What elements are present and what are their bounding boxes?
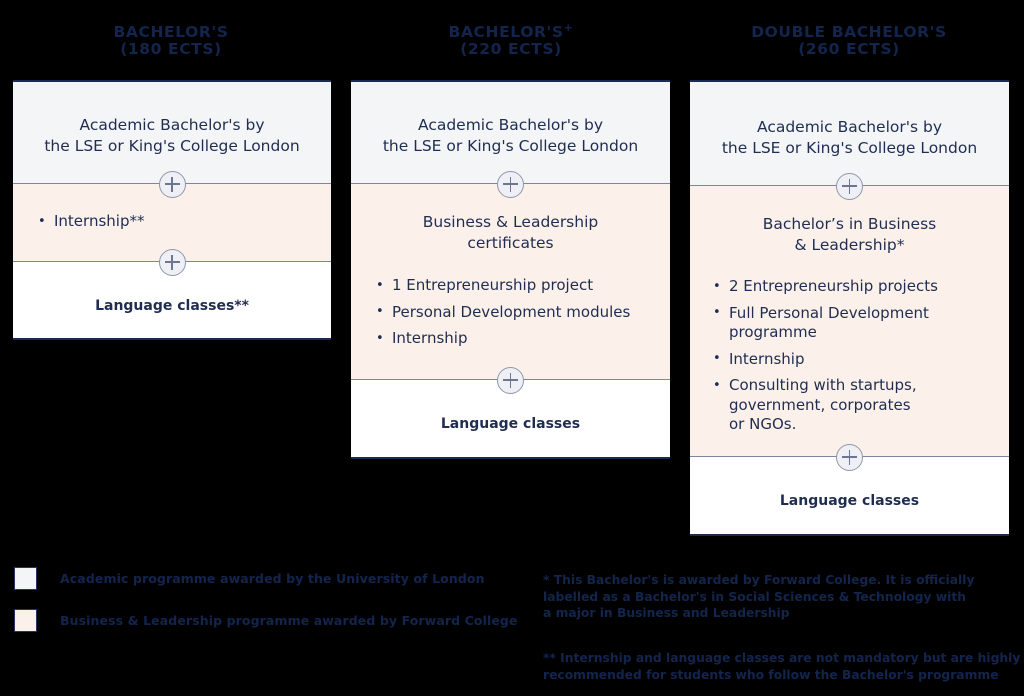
programme-card-bachelors: Academic Bachelor's by the LSE or King's… [13, 80, 331, 340]
column-header-2: BACHELOR'S+ (220 ECTS) [381, 20, 641, 58]
list-item: 2 Entrepreneurship projects [711, 277, 1009, 297]
card3-business-bullets: 2 Entrepreneurship projects Full Persona… [690, 277, 1009, 435]
legend-label-business: Business & Leadership programme awarded … [60, 613, 518, 628]
card3-language-title: Language classes [779, 493, 920, 509]
programme-card-double-bachelors: Academic Bachelor's by the LSE or King's… [690, 80, 1009, 536]
plus-icon [158, 248, 186, 276]
legend-swatch-business [14, 609, 37, 632]
column-3-title-line: DOUBLE BACHELOR'S [719, 24, 979, 41]
footnote-single-asterisk: * This Bachelor's is awarded by Forward … [543, 573, 975, 620]
programme-card-bachelors-plus: Academic Bachelor's by the LSE or King's… [351, 80, 670, 459]
card3-business-title: Bachelor’s in Business & Leadership* [762, 215, 937, 254]
card2-language-title: Language classes [440, 416, 581, 432]
legend-label-academic: Academic programme awarded by the Univer… [60, 571, 485, 586]
column-2-title-sup: + [563, 20, 574, 34]
card2-business-bullets: 1 Entrepreneurship project Personal Deve… [351, 276, 670, 349]
list-item: Internship [374, 329, 670, 349]
column-1-title: BACHELOR'S [113, 23, 229, 41]
card1-segment-academic: Academic Bachelor's by the LSE or King's… [13, 82, 331, 183]
column-1-title-line: BACHELOR'S [41, 24, 301, 41]
legend-item-academic: Academic programme awarded by the Univer… [14, 567, 485, 590]
column-2-ects: (220 ECTS) [460, 40, 562, 58]
footnote-double-asterisk: ** Internship and language classes are n… [543, 651, 1021, 682]
card1-academic-title: Academic Bachelor's by the LSE or King's… [44, 116, 300, 155]
plus-icon [158, 170, 186, 198]
column-header-3: DOUBLE BACHELOR'S (260 ECTS) [719, 24, 979, 58]
list-item: Consulting with startups, government, co… [711, 376, 1009, 435]
column-header-1: BACHELOR'S (180 ECTS) [41, 24, 301, 58]
list-item: Internship [711, 349, 1009, 370]
column-1-ects: (180 ECTS) [120, 40, 222, 58]
card1-business-bullets: Internship** [36, 212, 331, 232]
card1-segment-language: Language classes** [13, 248, 331, 338]
legend-swatch-academic [14, 567, 37, 590]
column-2-title-line: BACHELOR'S+ [381, 20, 641, 41]
plus-icon [836, 443, 863, 471]
card2-academic-title: Academic Bachelor's by the LSE or King's… [382, 116, 639, 155]
card2-segment-business: Business & Leadership certificates 1 Ent… [351, 170, 670, 379]
card2-segment-language: Language classes [351, 366, 670, 457]
plus-icon [497, 366, 524, 394]
plus-icon [836, 172, 863, 200]
plus-icon [497, 170, 524, 198]
card3-segment-academic: Academic Bachelor's by the LSE or King's… [690, 82, 1009, 185]
card2-business-title: Business & Leadership certificates [422, 213, 599, 252]
card2-segment-academic: Academic Bachelor's by the LSE or King's… [351, 82, 670, 183]
list-item: Personal Development modules [374, 302, 670, 323]
column-3-title: DOUBLE BACHELOR'S [751, 23, 947, 41]
list-item: 1 Entrepreneurship project [374, 276, 670, 296]
card1-language-title: Language classes** [95, 298, 249, 314]
card3-academic-title: Academic Bachelor's by the LSE or King's… [721, 118, 978, 157]
card3-segment-language: Language classes [690, 443, 1009, 534]
list-item: Full Personal Development programme [711, 303, 1009, 343]
card3-segment-business: Bachelor’s in Business & Leadership* 2 E… [690, 172, 1009, 456]
column-2-title: BACHELOR'S [448, 23, 564, 41]
card1-segment-business: Internship** [13, 170, 331, 261]
column-3-ects: (260 ECTS) [798, 40, 900, 58]
legend-item-business: Business & Leadership programme awarded … [14, 609, 518, 632]
list-item: Internship** [36, 212, 331, 232]
